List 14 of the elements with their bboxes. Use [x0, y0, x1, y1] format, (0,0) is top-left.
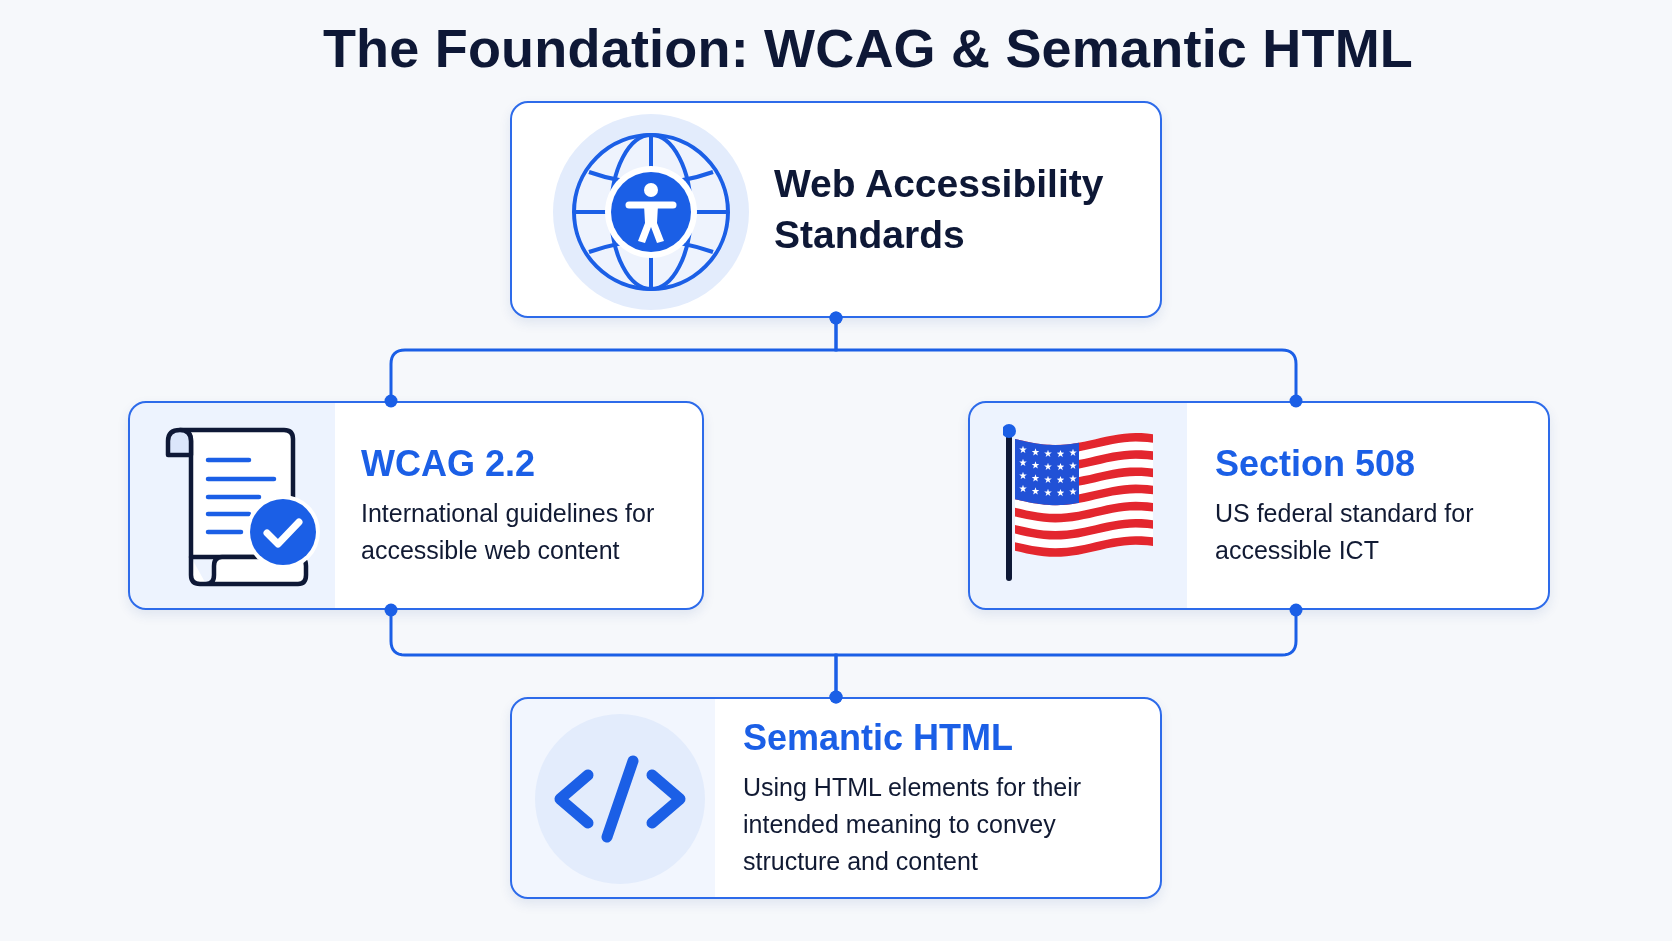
info-card [128, 401, 704, 610]
info-card [968, 401, 1550, 610]
connector-line [829, 311, 1303, 408]
card-description: Using HTML elements for their intended meaning to convey structure and content [743, 772, 1083, 878]
card-heading: Web Accessibility Standards [774, 160, 1105, 258]
info-card [510, 697, 1162, 899]
card-description: US federal standard for accessible ICT [1215, 498, 1475, 567]
category-card [510, 101, 1162, 318]
card-heading: WCAG 2.2 [361, 441, 537, 486]
card-heading: Semantic HTML [743, 715, 1015, 760]
title: The Foundation: WCAG & Semantic HTML [322, 17, 1414, 80]
card-heading: Section 508 [1215, 441, 1417, 486]
connector-line [829, 603, 1303, 704]
card-description: International guidelines for accessible web content [361, 498, 656, 567]
